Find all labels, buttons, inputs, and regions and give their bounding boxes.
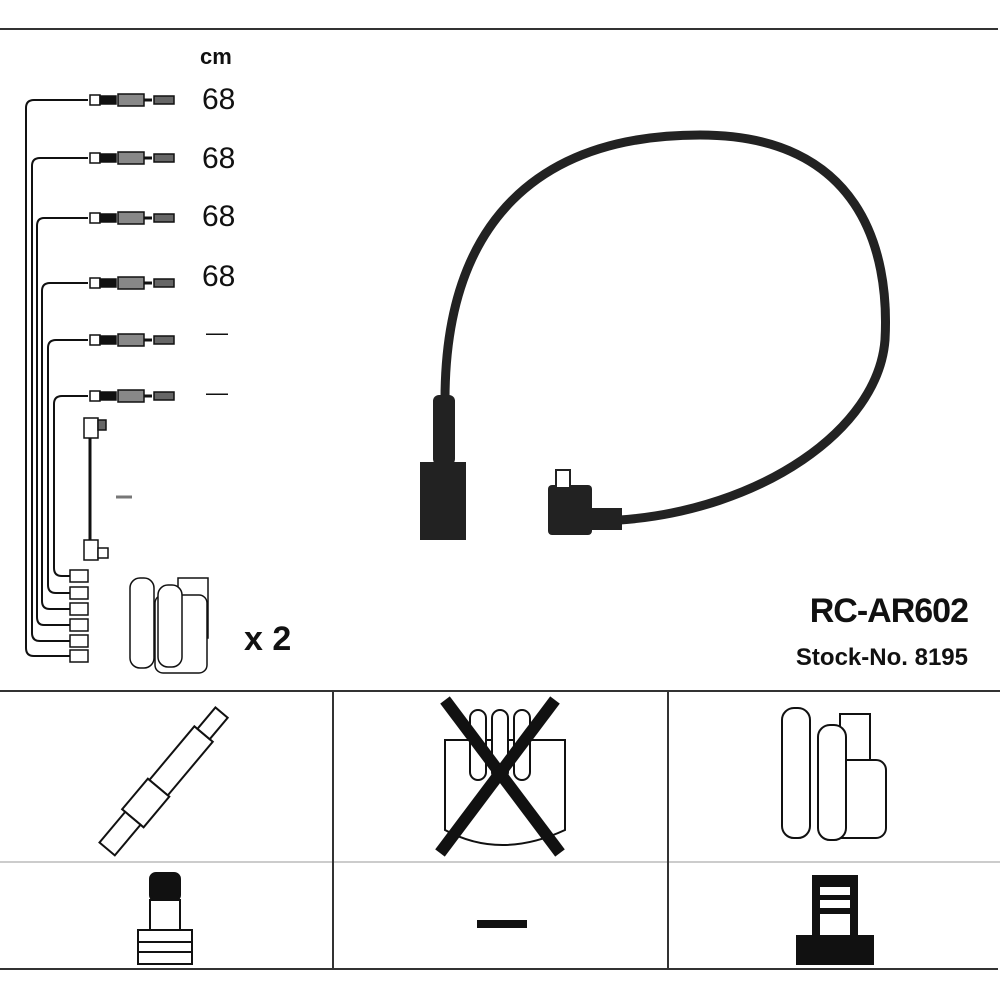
cable-length: 68 <box>202 83 236 116</box>
divider <box>667 690 669 970</box>
coil-connector-icon <box>796 875 874 965</box>
spark-plug-connector-icon <box>137 872 193 965</box>
unit-label: cm <box>200 44 232 69</box>
spark-plug-icon <box>98 706 230 857</box>
cable-length: 68 <box>202 200 236 233</box>
cable-length: 68 <box>202 260 236 293</box>
divider <box>0 861 1000 863</box>
cable-length: — <box>206 380 228 405</box>
cable-connectors <box>69 93 176 663</box>
diagram-frame <box>0 28 998 970</box>
product-code: RC-AR602 <box>809 592 969 630</box>
divider <box>332 690 334 970</box>
cable-length: — <box>115 480 137 506</box>
divider <box>0 690 1000 692</box>
cable-length: — <box>206 320 228 345</box>
cable-length: 68 <box>202 142 236 175</box>
distributor-cap-icon <box>435 696 566 857</box>
dash-icon <box>477 920 527 928</box>
ignition-coil-icon <box>129 577 209 674</box>
ignition-cable-illustration <box>420 130 890 540</box>
quantity-label: x 2 <box>244 620 292 658</box>
ignition-coil-icon <box>781 707 887 841</box>
stock-number: Stock-No. 8195 <box>795 644 968 671</box>
